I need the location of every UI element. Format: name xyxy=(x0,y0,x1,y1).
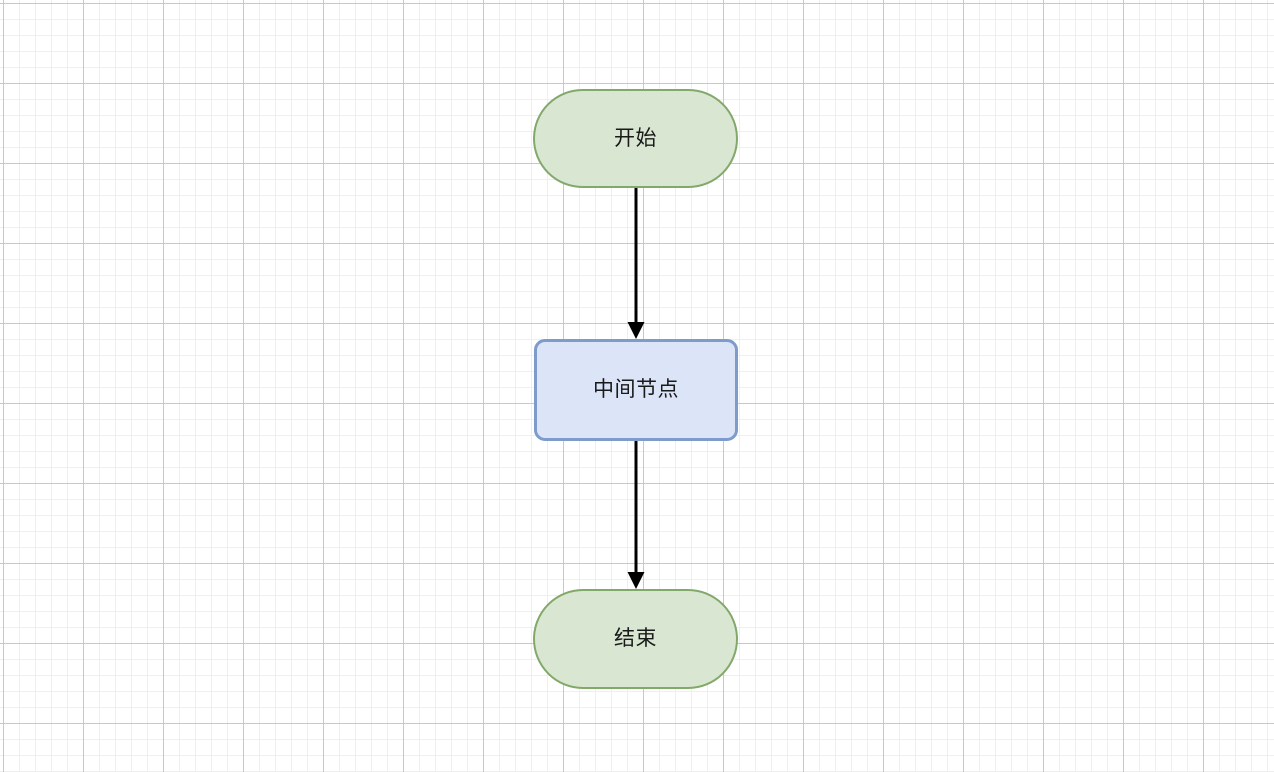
node-middle[interactable]: 中间节点 xyxy=(534,339,738,441)
node-middle-label: 中间节点 xyxy=(593,378,679,402)
node-start[interactable]: 开始 xyxy=(533,89,738,188)
edge-middle-to-end[interactable] xyxy=(627,441,645,589)
node-start-label: 开始 xyxy=(614,126,657,150)
edge-start-to-middle[interactable] xyxy=(627,188,645,339)
arrowhead-icon xyxy=(627,322,645,339)
node-end-label: 结束 xyxy=(614,627,657,651)
node-end[interactable]: 结束 xyxy=(533,589,738,689)
arrowhead-icon xyxy=(627,572,645,589)
